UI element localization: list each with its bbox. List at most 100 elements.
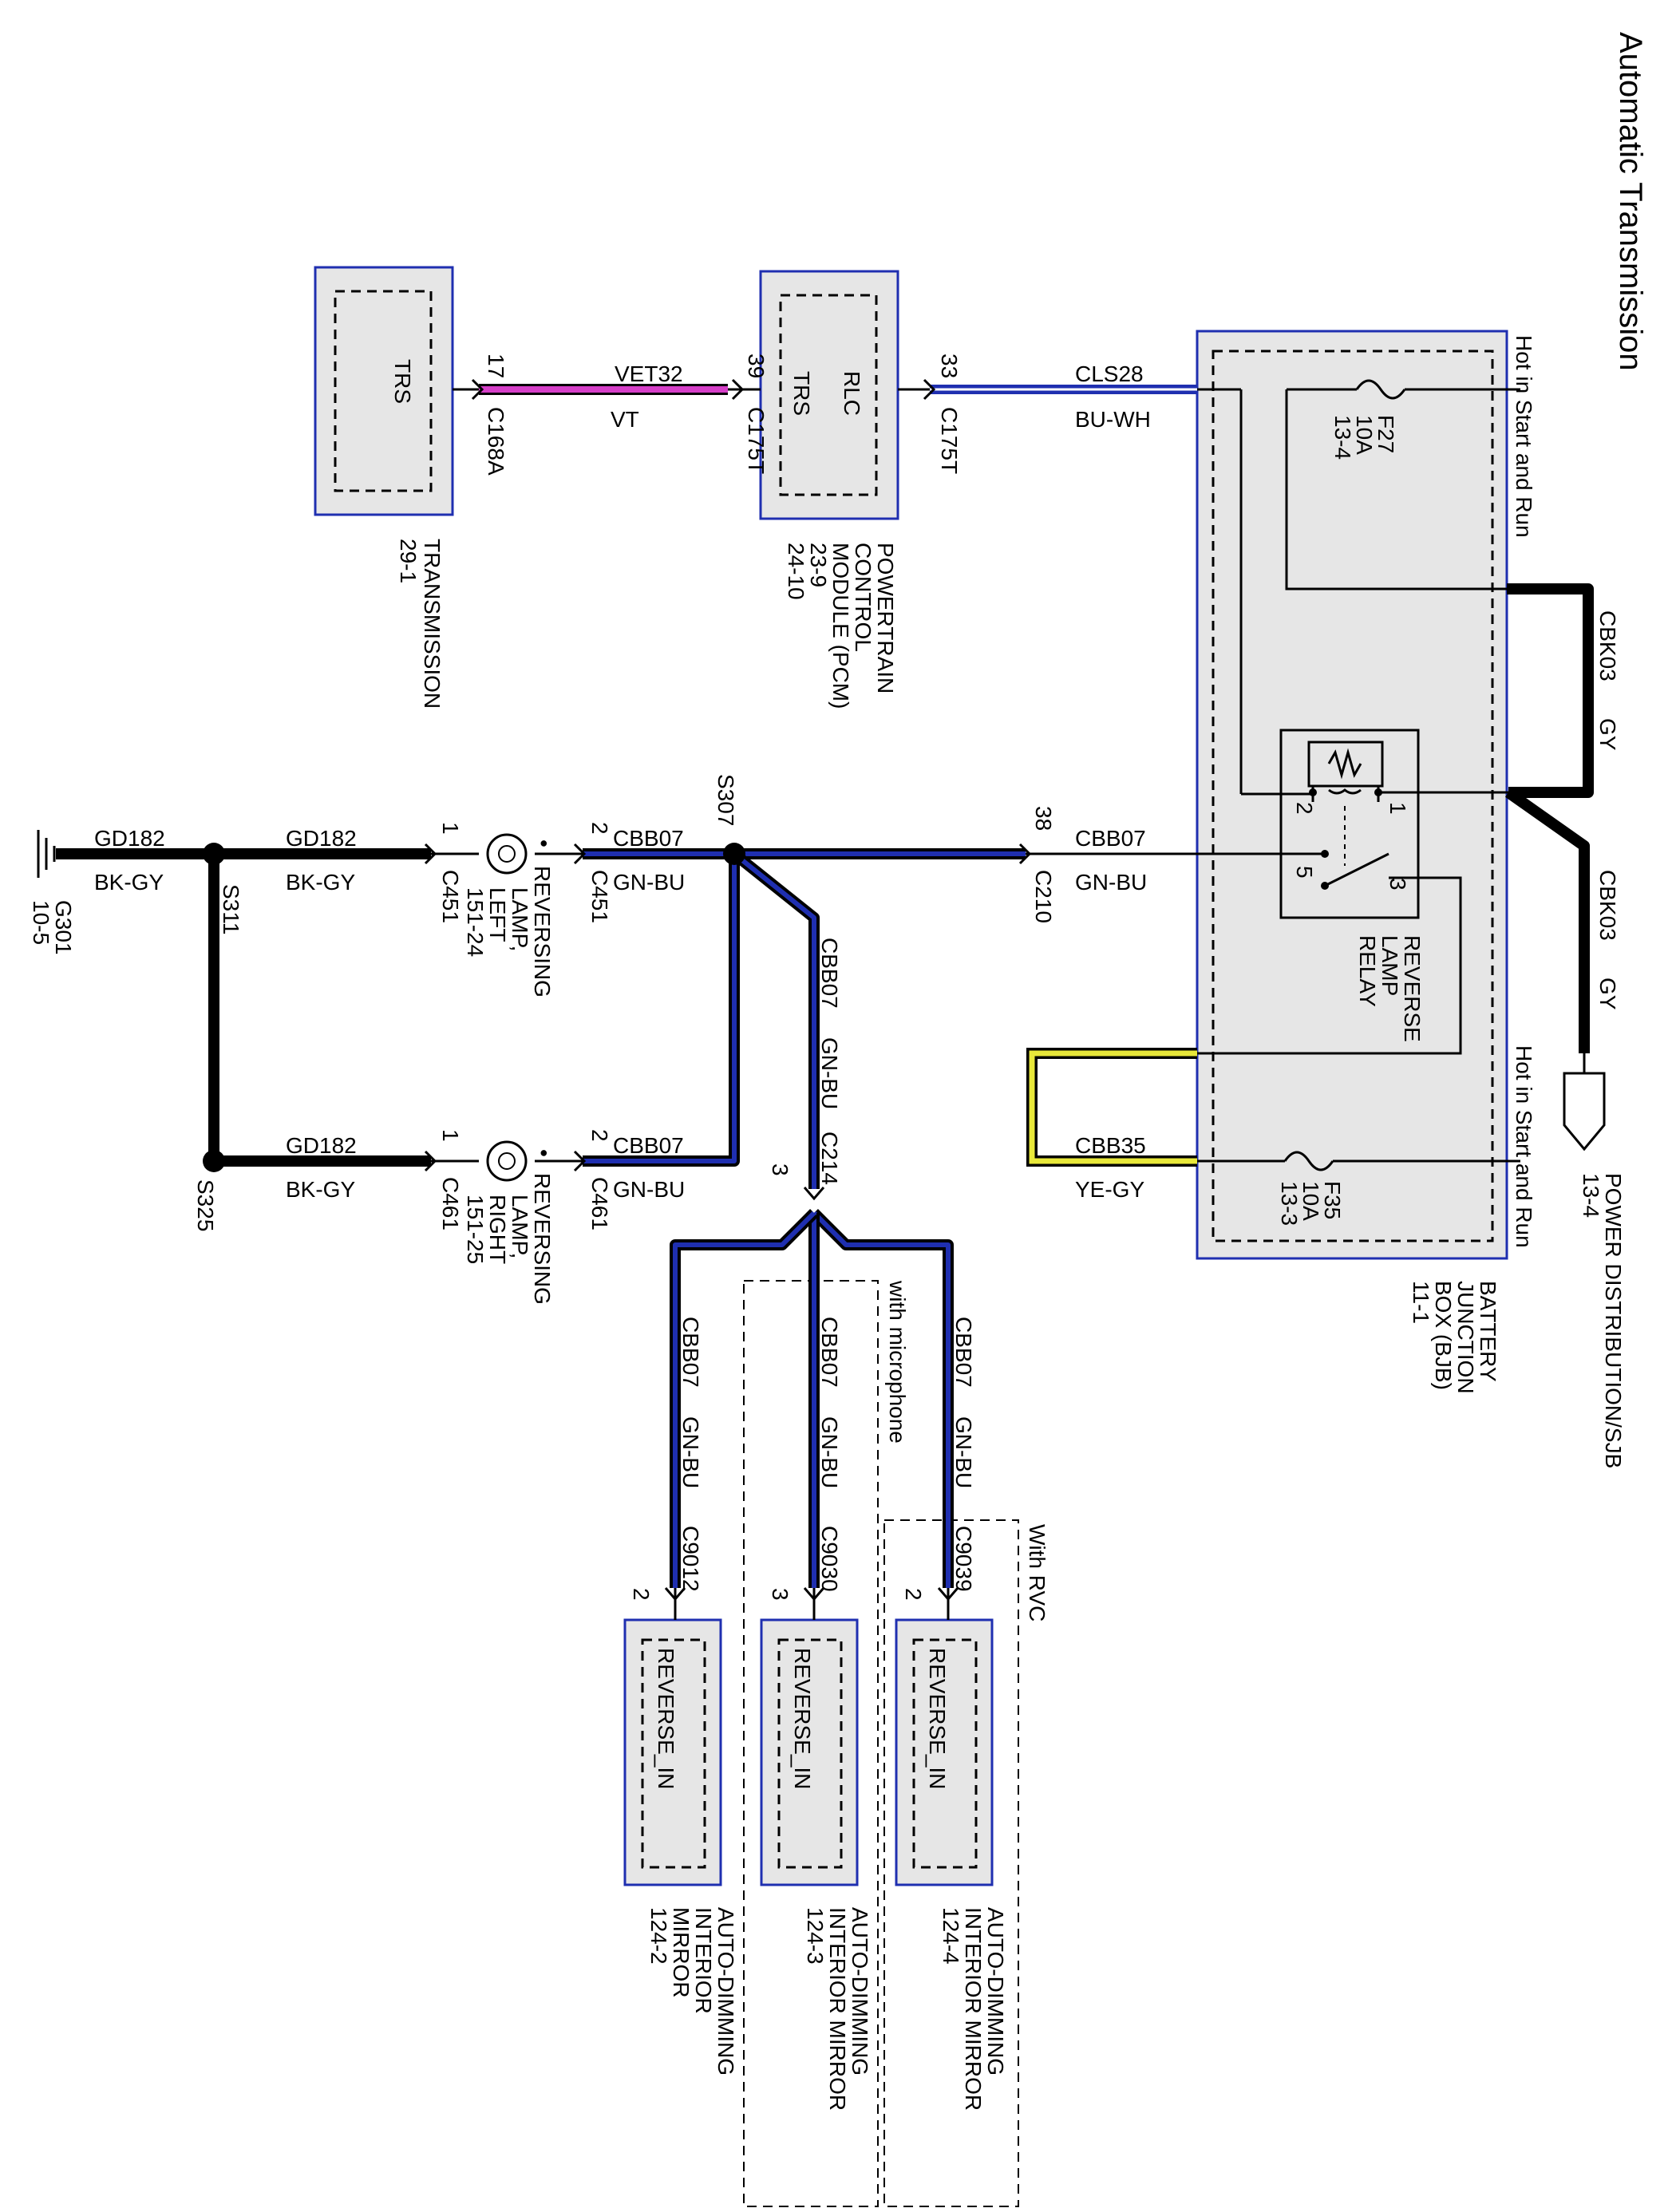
transmission-component: TRS bbox=[314, 266, 454, 516]
gd182-b-circuit: GD182 bbox=[286, 826, 357, 851]
c451-b-pin: 1 bbox=[438, 822, 463, 835]
fuse-f35-rating: 10A bbox=[1299, 1181, 1323, 1221]
c214-name: C214 bbox=[817, 1132, 842, 1185]
cbk03-bot-color: GY bbox=[1595, 978, 1620, 1010]
transmission-name: TRANSMISSION bbox=[420, 539, 445, 709]
cbk03-top-color: GY bbox=[1595, 718, 1620, 751]
lamp-left-name-2: LAMP, bbox=[508, 887, 532, 951]
cbb07-m2-circuit: CBB07 bbox=[817, 1317, 842, 1388]
splice-s311: S311 bbox=[219, 884, 243, 934]
mirror-rvc-component: REVERSE_IN bbox=[895, 1618, 994, 1886]
option-rvc-label: With RVC bbox=[1025, 1524, 1049, 1621]
c175t-b-name: C175T bbox=[937, 407, 962, 474]
gd182-a-color: BK-GY bbox=[94, 870, 164, 895]
power-dist-name: POWER DISTRIBUTION/SJB bbox=[1601, 1173, 1626, 1468]
bjb-name-2: JUNCTION bbox=[1453, 1281, 1478, 1394]
hot-label-bottom: Hot in Start and Run bbox=[1512, 1045, 1536, 1248]
power-dist-terminal bbox=[1563, 1072, 1606, 1151]
c451-a-pin: 2 bbox=[587, 822, 612, 835]
lamp-right-name-2: LAMP, bbox=[508, 1195, 532, 1258]
mirror-mic-component: REVERSE_IN bbox=[760, 1618, 859, 1886]
mirror-rvc-name-1: AUTO-DIMMING bbox=[983, 1907, 1008, 2076]
c9012-pin: 2 bbox=[629, 1588, 654, 1601]
relay-name-3: RELAY bbox=[1355, 935, 1380, 1007]
cbb07-right-circuit: CBB07 bbox=[613, 1133, 684, 1158]
hot-label-top: Hot in Start and Run bbox=[1512, 335, 1536, 538]
bjb-name-1: BATTERY bbox=[1476, 1281, 1500, 1382]
c451-b-name: C451 bbox=[438, 870, 463, 923]
lamp-left-ref: 151-24 bbox=[463, 887, 488, 957]
relay-name-2: LAMP bbox=[1378, 935, 1402, 996]
splice-s325: S325 bbox=[193, 1179, 218, 1231]
gd182-b-color: BK-GY bbox=[286, 870, 355, 895]
mirror-rvc-name-2: INTERIOR MIRROR bbox=[961, 1907, 986, 2111]
reverse-lamp-relay: 1 2 3 5 bbox=[1279, 729, 1420, 919]
gd182-a-circuit: GD182 bbox=[94, 826, 165, 851]
ground-name: G301 bbox=[51, 900, 76, 955]
c9039-name: C9039 bbox=[951, 1526, 976, 1592]
wire-cbk03-top bbox=[1507, 583, 1594, 798]
cbb07-left-color: GN-BU bbox=[613, 870, 685, 895]
c214-pin: 3 bbox=[768, 1163, 793, 1176]
cbb07-m2-color: GN-BU bbox=[817, 1416, 842, 1488]
pcm-component: RLC TRS bbox=[759, 270, 899, 520]
cbb07-m1-circuit: CBB07 bbox=[951, 1317, 976, 1388]
mirror-rvc-ref: 124-4 bbox=[939, 1907, 963, 1965]
mirror-base-name-1: AUTO-DIMMING bbox=[713, 1907, 738, 2076]
fuse-f35-name: F35 bbox=[1320, 1181, 1345, 1219]
vet32-circuit: VET32 bbox=[615, 361, 683, 386]
c461-b-name: C461 bbox=[438, 1177, 463, 1230]
lamp-right-name-1: REVERSING bbox=[530, 1173, 555, 1305]
cbb35-color: YE-GY bbox=[1075, 1177, 1144, 1202]
vet32-color: VT bbox=[611, 407, 639, 432]
gd182-c-circuit: GD182 bbox=[286, 1133, 357, 1158]
pcm-name-3: MODULE (PCM) bbox=[828, 543, 853, 709]
splice-s325-dot bbox=[203, 1150, 225, 1172]
c461-a-name: C461 bbox=[587, 1177, 612, 1230]
relay-pin-1: 1 bbox=[1385, 802, 1410, 815]
wire-cbb07-branch bbox=[730, 849, 820, 1189]
fuse-f27-name: F27 bbox=[1374, 415, 1398, 453]
mirror-mic-name-1: AUTO-DIMMING bbox=[848, 1907, 872, 2076]
c9030-pin: 3 bbox=[768, 1588, 793, 1601]
relay-pin-5: 5 bbox=[1292, 866, 1317, 879]
ground-ref: 10-5 bbox=[29, 900, 53, 945]
c9012-name: C9012 bbox=[678, 1526, 703, 1592]
lamp-left-name-1: REVERSING bbox=[530, 866, 555, 997]
c9030-name: C9030 bbox=[817, 1526, 842, 1592]
cls28-circuit: CLS28 bbox=[1075, 361, 1144, 386]
reversing-lamp-left: • bbox=[486, 833, 556, 875]
mirror-mic-ref: 124-3 bbox=[803, 1907, 828, 1965]
fuse-f27-rating: 10A bbox=[1352, 415, 1377, 455]
svg-text:•: • bbox=[532, 1149, 556, 1157]
cbb07-right-color: GN-BU bbox=[613, 1177, 685, 1202]
cbb35-circuit: CBB35 bbox=[1075, 1133, 1146, 1158]
cbb07-branch-circuit: CBB07 bbox=[817, 938, 842, 1009]
mirror-base-name-2: INTERIOR bbox=[691, 1907, 716, 2014]
transmission-pin-label: TRS bbox=[390, 359, 415, 404]
fuse-f35-ref: 13-3 bbox=[1277, 1181, 1302, 1226]
wire-cbb35-core bbox=[1029, 1050, 1197, 1164]
splice-s311-dot bbox=[203, 843, 225, 865]
pcm-name-2: CONTROL bbox=[851, 543, 876, 652]
svg-text:•: • bbox=[532, 839, 556, 847]
diagram-title: Automatic Transmission bbox=[1613, 32, 1648, 371]
c175t-a-name: C175T bbox=[744, 407, 769, 474]
pcm-pin-label-trs: TRS bbox=[789, 371, 814, 416]
option-mic-label: with microphone bbox=[885, 1280, 910, 1444]
pcm-ref-1: 23-9 bbox=[806, 543, 831, 587]
power-dist-ref: 13-4 bbox=[1579, 1173, 1603, 1218]
c168a-pin: 17 bbox=[484, 354, 508, 378]
lamp-right-ref: 151-25 bbox=[463, 1195, 488, 1264]
c461-a-pin: 2 bbox=[587, 1129, 612, 1142]
c168a-name: C168A bbox=[484, 407, 508, 476]
c175t-b-pin: 33 bbox=[937, 354, 962, 378]
splice-s307-dot bbox=[723, 843, 745, 865]
fuse-f27-ref: 13-4 bbox=[1330, 415, 1355, 460]
connector-chevrons bbox=[424, 378, 1032, 1602]
c451-a-name: C451 bbox=[587, 870, 612, 923]
transmission-ref: 29-1 bbox=[396, 539, 421, 583]
cbb07-left-circuit: CBB07 bbox=[613, 826, 684, 851]
mirror-base-component: REVERSE_IN bbox=[623, 1618, 722, 1886]
mirror-mic-pin-label: REVERSE_IN bbox=[790, 1648, 815, 1789]
